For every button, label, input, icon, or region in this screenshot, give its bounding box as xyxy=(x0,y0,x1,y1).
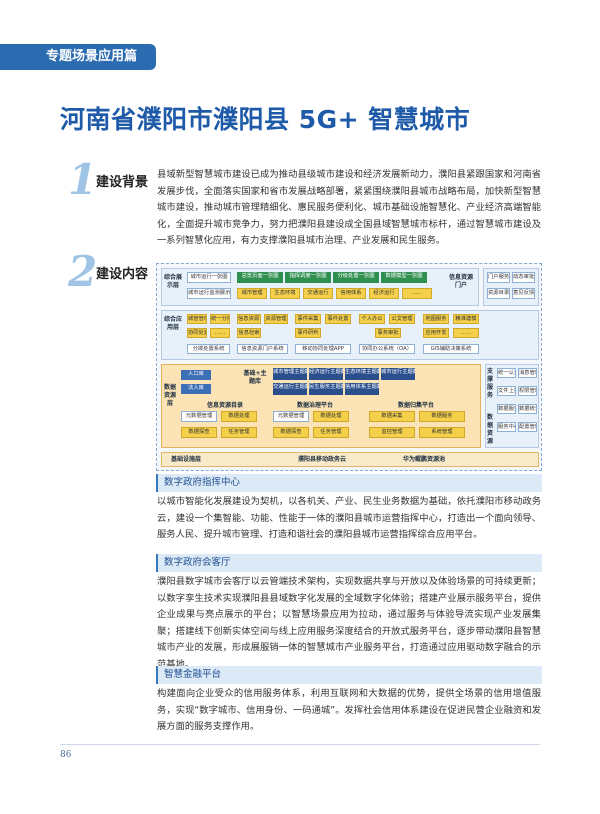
platform-title: 数据归集平台 xyxy=(397,402,434,409)
subsection-title: 数字政府会客厅 xyxy=(156,554,542,572)
diagram-box: 协同办公系统（OA） xyxy=(359,344,415,354)
diagram-box: 数据采集 xyxy=(369,411,415,422)
diagram-box: 任务管理 xyxy=(221,427,257,438)
diagram-box: 数据探查 xyxy=(273,427,309,438)
diagram-box: 统一分拣 xyxy=(210,314,230,324)
subsection-title: 智慧金融平台 xyxy=(156,666,542,684)
diagram-box: 经济运行主题数据库 xyxy=(309,368,343,380)
diagram-box: 任务管理 xyxy=(313,427,349,438)
diagram-box: 城市运行监测展示 xyxy=(187,288,231,299)
layer-infrastructure xyxy=(161,452,539,467)
section-number: 1 xyxy=(68,155,98,204)
diagram-box: 法人库 xyxy=(181,384,211,394)
diagram-box: 权限管理 xyxy=(518,386,537,396)
diagram-box: 信息资源门户系统 xyxy=(237,344,288,354)
diagram-box: 协同处置 xyxy=(187,328,207,338)
diagram-box: 信用体系 xyxy=(336,288,366,299)
diagram-box: 移动协同处理APP xyxy=(295,344,351,354)
diagram-box: 门户服务 xyxy=(487,272,510,283)
platform-title: 数据治理平台 xyxy=(296,402,333,409)
diagram-box: 城市运行一张图 xyxy=(187,272,231,283)
diagram-box: 精准建模 xyxy=(453,314,479,324)
diagram-box: 城市管理 xyxy=(237,288,267,299)
diagram-box: 数据统计 xyxy=(518,404,537,414)
layer-label: 综合应用层 xyxy=(163,316,182,331)
layer-label: 基础设施层 xyxy=(171,456,202,463)
diagram-box: 事件采集 xyxy=(295,314,321,324)
diagram-box: 数据探查 xyxy=(181,427,217,438)
core-db-label: 基础+主题库 xyxy=(243,370,267,385)
diagram-box: 配置管理 xyxy=(518,422,537,432)
diagram-box: 文件上报 xyxy=(497,386,516,396)
diagram-box: 分级处置一张图 xyxy=(333,272,379,283)
section-label: 建设内容 xyxy=(96,266,149,282)
section-heading-content: 2 建设内容 xyxy=(68,247,149,296)
diagram-box: 信息检索 xyxy=(237,328,261,338)
diagram-box: 消息管理 xyxy=(518,368,537,378)
diagram-box: 交通运行主题数据库 xyxy=(273,383,307,395)
page-number: 86 xyxy=(60,750,72,760)
subsection-title: 数字政府指挥中心 xyxy=(156,474,542,492)
diagram-box: 资源目录 xyxy=(487,288,510,299)
diagram-box: 数据服务 xyxy=(419,411,465,422)
base-right-label: 华为鲲鹏资源池 xyxy=(402,456,445,463)
section-heading-background: 1 建设背景 xyxy=(68,155,149,204)
diagram-box: 城市管理主题数据库 xyxy=(273,368,307,380)
diagram-box: 地图服务 xyxy=(423,314,449,324)
subsection-paragraph: 以城市智能化发展建设为契机，以各机关、产业、民生业务数据为基础，依托濮阳市移动政… xyxy=(157,496,541,540)
diagram-box: 事件处置 xyxy=(325,314,351,324)
diagram-box: 生态环境主题数据库 xyxy=(345,368,379,380)
diagram-box: 资源管理 xyxy=(264,314,288,324)
portal-label: 信息资源门户 xyxy=(448,274,473,289)
diagram-box: 经济运行 xyxy=(369,288,399,299)
diagram-box: 事务审批 xyxy=(375,328,401,338)
support-sub-label: 数据资源 xyxy=(486,414,493,445)
diagram-box: 分拨处置系统 xyxy=(187,344,230,354)
diagram-box: …… xyxy=(402,288,432,299)
diagram-box: 动态审批 xyxy=(512,272,535,283)
diagram-box: 服务中心 xyxy=(497,422,516,432)
diagram-box: 数据服务 xyxy=(497,404,516,414)
diagram-box: 交通运行 xyxy=(303,288,333,299)
base-center-label: 濮阳县移动政务云 xyxy=(297,456,346,463)
diagram-box: 城管管理 xyxy=(187,314,207,324)
diagram-box: 事件研判 xyxy=(295,328,321,338)
subsection-paragraph: 构建面向企业受众的信用服务体系，利用互联网和大数据的优势，提供全场景的信用增值服… xyxy=(157,688,541,732)
diagram-box: 元数据管理 xyxy=(273,411,309,422)
diagram-box: 系统管理 xyxy=(419,427,465,438)
diagram-box: 统一认证 xyxy=(497,368,516,378)
architecture-diagram: 综合展示层 城市运行一张图 城市运行监测展示 总览页面一张图 指挥调度一张图 分… xyxy=(156,263,542,471)
support-label: 支撑服务 xyxy=(486,368,493,399)
diagram-box: 数据模型一张图 xyxy=(381,272,427,283)
diagram-box: 数据处理 xyxy=(221,411,257,422)
diagram-box: 个人办公 xyxy=(359,314,385,324)
background-paragraph: 县域新型智慧城市建设已成为推动县级城市建设和经济发展新动力，濮阳县紧跟国家和河南… xyxy=(157,169,541,246)
diagram-box: 意见反馈 xyxy=(512,288,535,299)
platform-title: 信息资源目录 xyxy=(206,402,243,409)
layer-label: 综合展示层 xyxy=(163,274,182,289)
diagram-box: 生态环境 xyxy=(270,288,300,299)
diagram-box: GIS辅助决策系统 xyxy=(423,344,479,354)
diagram-box: …… xyxy=(453,328,479,338)
diagram-box: 民生服务主题数据库 xyxy=(309,383,343,395)
diagram-box: 信息资源目录 xyxy=(237,314,261,324)
page-title: 河南省濮阳市濮阳县 5G+ 智慧城市 xyxy=(60,105,471,134)
diagram-box: 公文管理 xyxy=(389,314,415,324)
diagram-box: 元数据管理 xyxy=(181,411,217,422)
subsection-paragraph: 濮阳县数字城市会客厅以云管端技术架构，实现数据共享与开放以及体验场景的可持续更新… xyxy=(157,576,541,670)
diagram-box: 数据处理 xyxy=(313,411,349,422)
layer-label: 数据资源层 xyxy=(163,384,176,407)
diagram-box: 指挥调度一张图 xyxy=(285,272,331,283)
diagram-box: 应用开发 xyxy=(423,328,449,338)
section-label: 建设背景 xyxy=(96,174,149,190)
diagram-box: 总览页面一张图 xyxy=(237,272,283,283)
footer-divider xyxy=(60,744,540,745)
diagram-box: …… xyxy=(210,328,230,338)
section-number: 2 xyxy=(68,247,98,296)
diagram-box: 城市运行主题数据库 xyxy=(381,368,415,380)
diagram-box: 监控管理 xyxy=(369,427,415,438)
diagram-box: 人口库 xyxy=(181,370,211,380)
section-tag: 专题场景应用篇 xyxy=(0,44,156,70)
diagram-box: 信用体系主题数据库 xyxy=(345,383,379,395)
